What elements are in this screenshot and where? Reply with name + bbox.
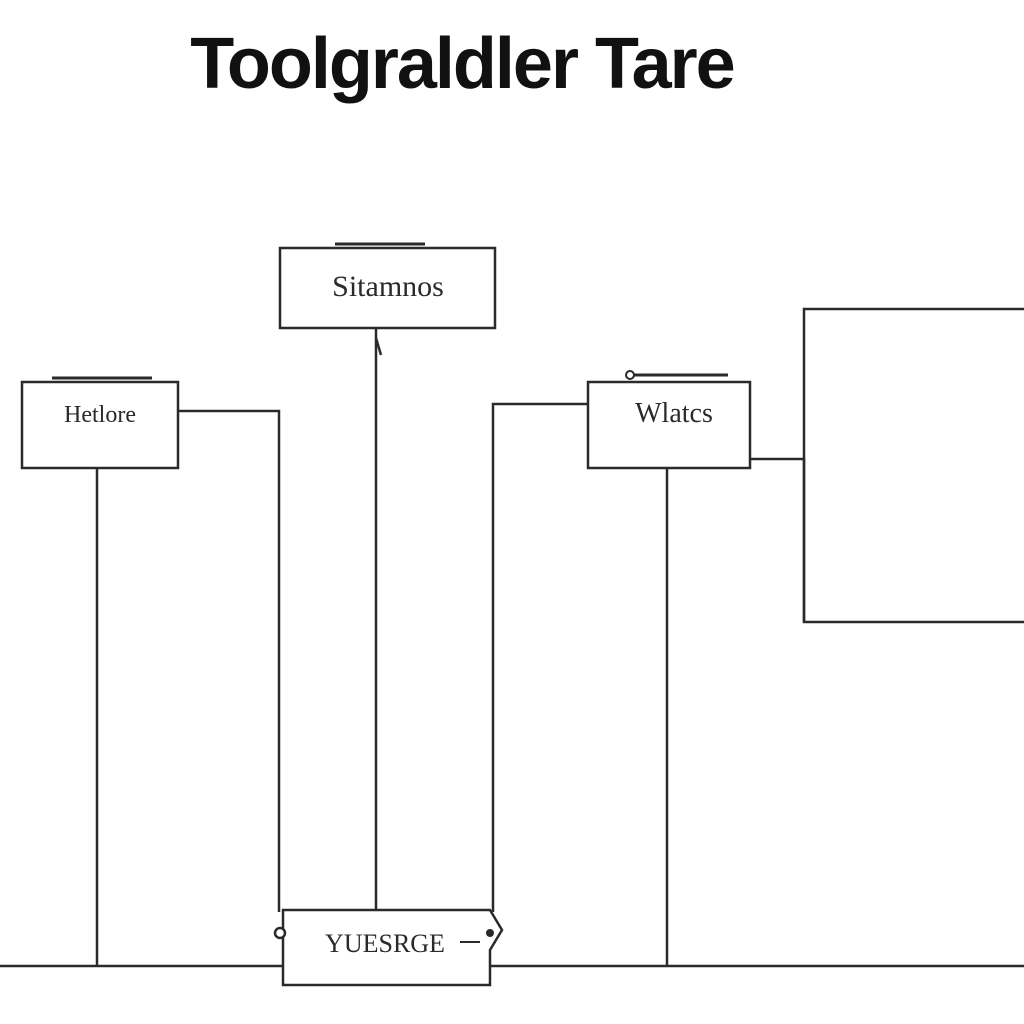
side-panel-box — [802, 307, 1024, 624]
node-bottom-shape — [281, 908, 504, 987]
node-bottom-left-pin-icon — [273, 926, 287, 940]
connector-lines — [0, 307, 1024, 968]
node-top-label: Sitamnos — [332, 270, 444, 303]
node-right-label: Wlatcs — [635, 398, 713, 429]
node-top: Sitamnos — [278, 242, 497, 330]
left-to-bottom-connector — [178, 409, 281, 912]
top-connector-tick — [374, 337, 383, 356]
node-right-pin-icon — [625, 370, 635, 380]
node-bottom-label: YUESRGE — [325, 929, 445, 958]
right-to-side-connector — [750, 457, 806, 622]
node-left-label: Hetlore — [64, 402, 136, 428]
node-bottom-right-pin-icon — [486, 929, 494, 937]
node-bottom: YUESRGE — [273, 908, 504, 987]
node-left: Hetlore — [20, 376, 180, 470]
diagram-title: Toolgraldler Tare — [190, 24, 735, 104]
right-to-bottom-connector — [491, 402, 588, 912]
node-right: Wlatcs — [586, 370, 752, 470]
